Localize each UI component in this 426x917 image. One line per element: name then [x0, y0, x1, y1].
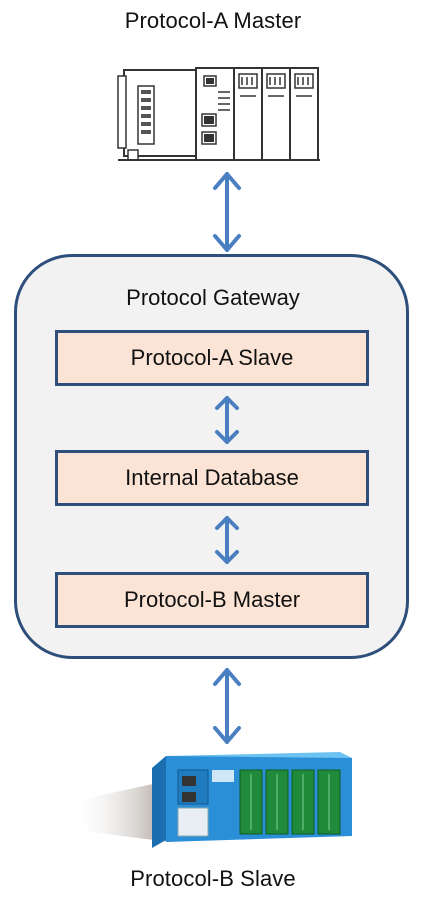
protocol-a-slave-box: Protocol-A Slave [55, 330, 369, 386]
arrow-gateway-to-slave [213, 668, 241, 744]
protocol-b-slave-label: Protocol-B Slave [130, 866, 296, 891]
protocol-b-slave-device [70, 752, 352, 848]
arrow-database-to-master [215, 516, 239, 564]
protocol-a-master-label: Protocol-A Master [124, 8, 302, 33]
internal-database-label: Internal Database [125, 465, 299, 490]
protocol-b-master-box: Protocol-B Master [55, 572, 369, 628]
protocol-b-master-label: Protocol-B Master [123, 587, 301, 612]
protocol-a-master-device [117, 67, 320, 161]
arrow-slave-to-database [215, 396, 239, 444]
gateway-title: Protocol Gateway [126, 285, 300, 310]
arrow-master-to-gateway [213, 172, 241, 252]
protocol-a-slave-label: Protocol-A Slave [130, 345, 294, 370]
internal-database-box: Internal Database [55, 450, 369, 506]
